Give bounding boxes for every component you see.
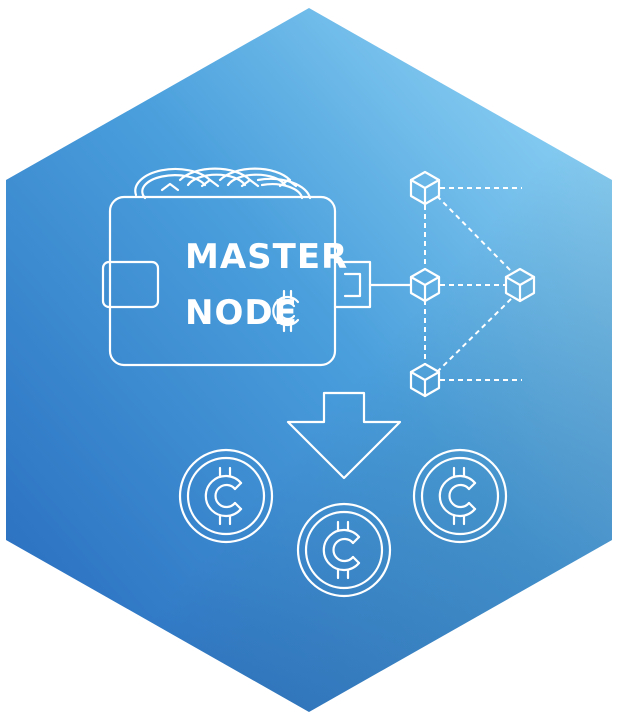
masternode-title-line1: MASTER [185, 237, 348, 277]
down-arrow-icon [286, 391, 402, 480]
hexagon-shade [6, 8, 612, 712]
wallet-coins-icon [134, 167, 312, 200]
wallet-icon [101, 195, 372, 367]
blockchain-network-icon [368, 170, 536, 398]
crypto-coin-icon [272, 289, 300, 333]
